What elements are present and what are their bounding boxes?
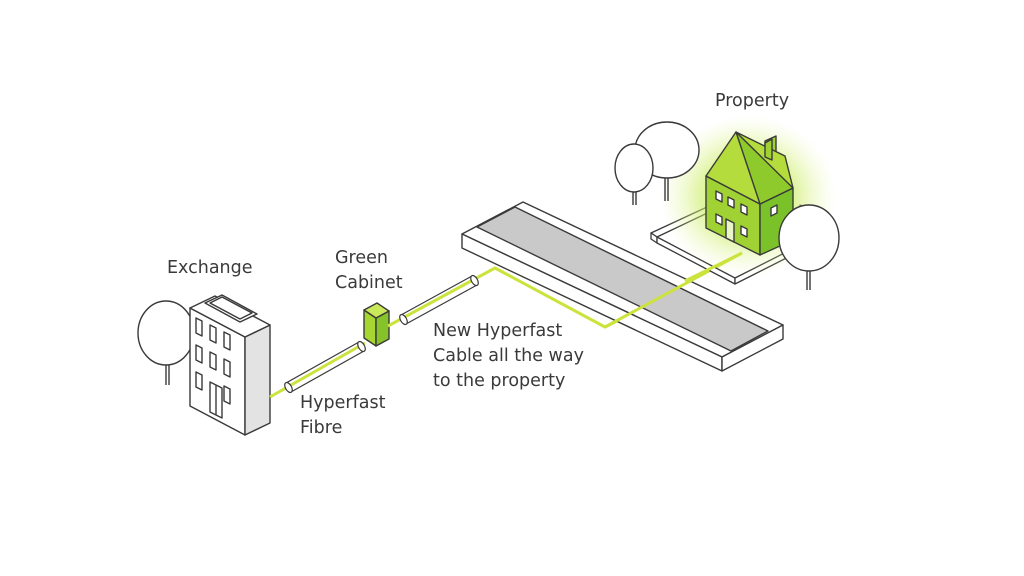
label-new-hyperfast-cable: New Hyperfast Cable all the way to the p… (433, 319, 584, 394)
road-icon (461, 201, 784, 372)
fibre-duct-icon (269, 340, 366, 399)
exchange-building-icon (189, 294, 271, 436)
label-exchange-line: Exchange (167, 258, 253, 278)
label-property-line: Property (715, 91, 790, 111)
label-exchange: Exchange (167, 256, 253, 281)
label-newcable-line-1: New Hyperfast (433, 321, 563, 341)
label-hyperfast-fibre: Hyperfast Fibre (300, 391, 385, 441)
tree-icon (778, 204, 840, 290)
label-property: Property (715, 89, 789, 114)
label-hyperfast-line-1: Hyperfast (300, 393, 386, 413)
label-newcable-line-3: to the property (433, 371, 566, 391)
green-cabinet-icon (363, 302, 390, 347)
label-green-cabinet: Green Cabinet (335, 246, 403, 296)
fibre-duct-icon (684, 251, 743, 283)
label-cabinet-line-2: Cabinet (335, 273, 403, 293)
label-hyperfast-line-2: Fibre (300, 418, 343, 438)
tree-icon (614, 143, 654, 205)
label-newcable-line-2: Cable all the way (433, 346, 584, 366)
label-cabinet-line-1: Green (335, 248, 388, 268)
tree-icon (137, 300, 195, 385)
